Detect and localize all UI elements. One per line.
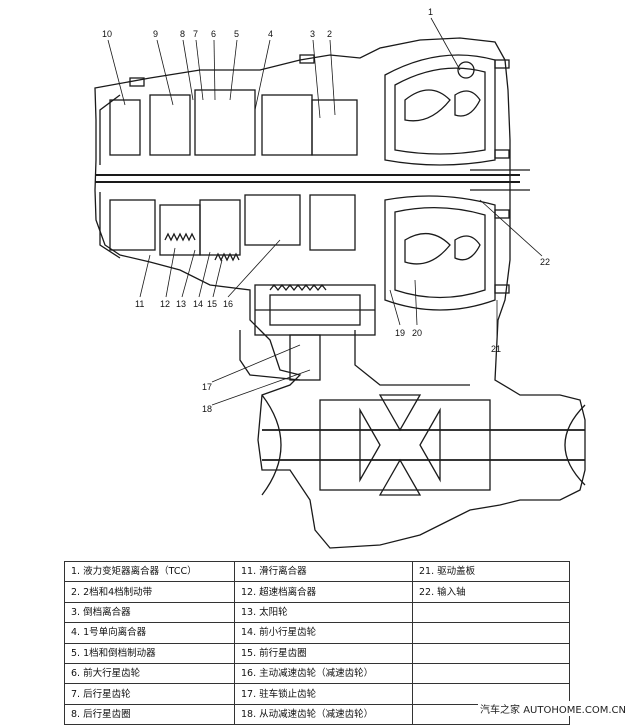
callout-16: 16 bbox=[223, 299, 233, 309]
callout-1: 1 bbox=[428, 7, 433, 17]
legend-cell: 4. 1号单向离合器 bbox=[64, 622, 235, 644]
callout-21: 21 bbox=[491, 344, 501, 354]
callout-22: 22 bbox=[540, 257, 550, 267]
legend-cell: 16. 主动减速齿轮（减速齿轮） bbox=[234, 662, 413, 685]
legend-cell: 8. 后行星齿圈 bbox=[64, 703, 235, 725]
callout-20: 20 bbox=[412, 328, 422, 338]
transmission-cross-section-diagram: 1 2 3 4 5 6 7 8 9 10 11 12 13 14 15 16 1… bbox=[94, 7, 586, 549]
legend-cell bbox=[412, 622, 570, 644]
callout-8: 8 bbox=[180, 29, 185, 39]
legend-cell: 2. 2档和4档制动带 bbox=[64, 581, 235, 603]
callout-17: 17 bbox=[202, 382, 212, 392]
callout-5: 5 bbox=[234, 29, 239, 39]
callout-6: 6 bbox=[211, 29, 216, 39]
legend-cell: 21. 驱动盖板 bbox=[412, 560, 570, 583]
legend-cell: 7. 后行星齿轮 bbox=[64, 683, 235, 705]
callout-4: 4 bbox=[268, 29, 273, 39]
legend-cell: 14. 前小行星齿轮 bbox=[234, 622, 413, 644]
legend-cell: 6. 前大行星齿轮 bbox=[64, 662, 235, 685]
legend-cell: 17. 驻车锁止齿轮 bbox=[234, 683, 413, 705]
legend-cell: 3. 倒档离合器 bbox=[64, 601, 235, 624]
callout-7: 7 bbox=[193, 29, 198, 39]
callout-11: 11 bbox=[135, 299, 144, 309]
callout-12: 12 bbox=[160, 299, 170, 309]
watermark: 汽车之家 AUTOHOME.COM.CN bbox=[478, 701, 628, 716]
legend-cell bbox=[412, 601, 570, 624]
callout-13: 13 bbox=[176, 299, 186, 309]
callout-14: 14 bbox=[193, 299, 203, 309]
legend-cell: 5. 1档和倒档制动器 bbox=[64, 642, 235, 664]
legend-cell: 15. 前行星齿圈 bbox=[234, 642, 413, 664]
housing-outline bbox=[94, 37, 586, 549]
callout-3: 3 bbox=[310, 29, 315, 39]
legend-cell: 12. 超速档离合器 bbox=[234, 581, 413, 603]
legend-cell: 13. 太阳轮 bbox=[234, 601, 413, 624]
legend-cell bbox=[412, 642, 570, 664]
callout-18: 18 bbox=[202, 404, 212, 414]
callout-9: 9 bbox=[153, 29, 158, 39]
callout-15: 15 bbox=[207, 299, 217, 309]
legend-cell bbox=[412, 662, 570, 685]
callout-2: 2 bbox=[327, 29, 332, 39]
callout-19: 19 bbox=[395, 328, 405, 338]
callout-10: 10 bbox=[102, 29, 112, 39]
legend-cell: 1. 液力变矩器离合器（TCC） bbox=[64, 560, 235, 583]
legend-cell: 11. 滑行离合器 bbox=[234, 560, 413, 583]
legend-cell: 22. 输入轴 bbox=[412, 581, 570, 603]
legend-cell: 18. 从动减速齿轮（减速齿轮） bbox=[234, 703, 413, 725]
